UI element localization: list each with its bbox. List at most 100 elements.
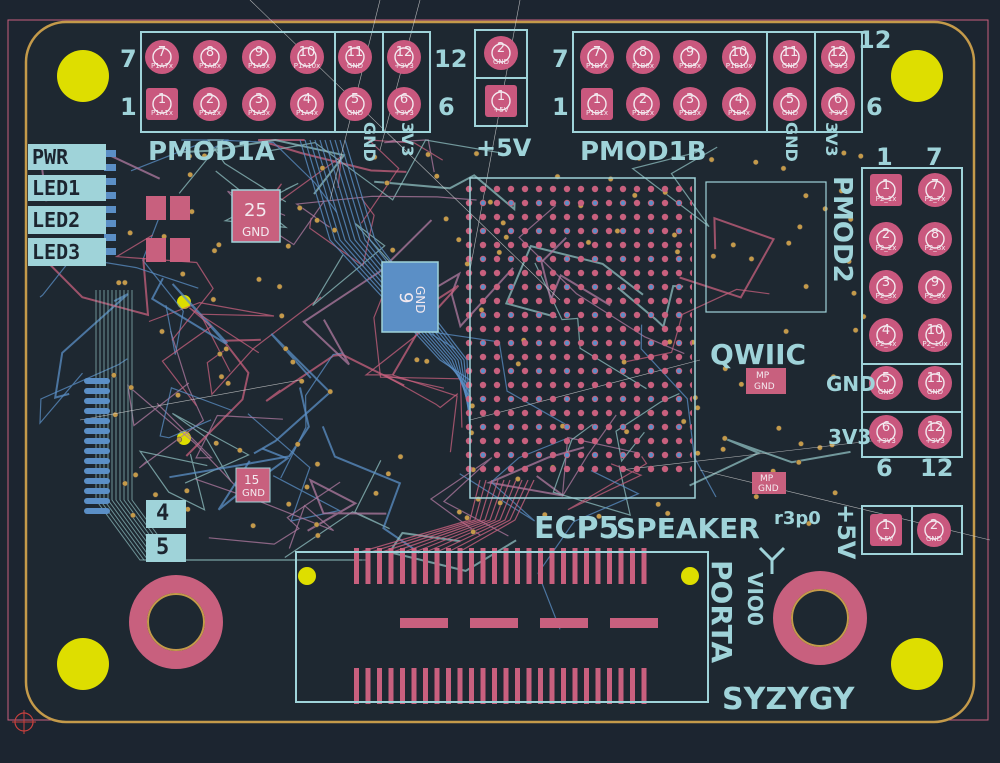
pmod2-pin-8-drill <box>925 229 945 249</box>
syzygy-pad-bottom <box>423 668 428 704</box>
pmod2-header <box>861 167 963 458</box>
via <box>282 345 289 352</box>
syzygy-pad-top <box>400 548 405 584</box>
chip-u9-num: 9 <box>395 292 416 303</box>
pmod1b-pin-3-number: 3 <box>686 92 694 107</box>
pmod1b-pin-9-drill <box>680 47 700 67</box>
fpga-outline <box>469 177 696 499</box>
pmod1a-num-left-top: 7 <box>120 45 137 73</box>
left-edge-pads <box>84 150 190 514</box>
bus-trace <box>131 290 366 561</box>
pmod2-pin-10-net: P2_10x <box>922 340 947 348</box>
pmod1b-pin-2-pad <box>626 87 660 121</box>
chip-u15-num: 15 <box>244 473 259 487</box>
pmod2-pin-11-number: 11 <box>927 371 944 386</box>
pmod2-pin-8: 8P2_8x <box>918 222 952 256</box>
pmod1b-pin-4-drill <box>729 94 749 114</box>
pmod2-pin-3-pad <box>869 270 903 304</box>
pmod1a-pin-6-pad <box>387 87 421 121</box>
pmod2-pin-2-number: 2 <box>882 227 890 242</box>
via <box>159 328 165 335</box>
button-label-5: 5 <box>146 534 186 562</box>
led-resistor-pad <box>104 192 116 199</box>
via <box>285 501 292 507</box>
via <box>817 444 823 451</box>
pmod1a-pin-3-drill <box>249 94 269 114</box>
via <box>780 165 787 172</box>
pmod1a-pin-6-drill <box>394 94 414 114</box>
syzygy-pad-bottom <box>446 668 451 704</box>
via <box>738 381 745 388</box>
via <box>748 256 755 262</box>
revision-label: r3p0 <box>774 508 821 529</box>
trace <box>159 386 233 439</box>
via <box>210 296 217 303</box>
pmod2-pin-12-pad <box>918 415 952 449</box>
trace <box>138 450 208 511</box>
trace <box>217 447 290 511</box>
trace <box>181 139 338 213</box>
via <box>285 243 292 249</box>
syzygy-pad-bottom <box>630 668 635 704</box>
pmod2-pin-6-number: 6 <box>882 420 890 435</box>
pmod2-pin-2-net: P2_2x <box>876 244 897 252</box>
pmod1a-pin-6-net: +3V3 <box>394 109 414 117</box>
led-label-led2: LED2 <box>28 206 106 234</box>
via <box>470 529 477 535</box>
syzygy-pad-top <box>630 548 635 584</box>
power-top-pin-1-pad <box>485 85 517 117</box>
standoff-right-ring <box>791 589 849 647</box>
syzygy-pad-bottom <box>595 668 601 704</box>
via <box>331 227 338 233</box>
pmod2-pin-4-net: P2_4x <box>876 340 897 348</box>
pmod1a-pin-9-pad <box>242 40 276 74</box>
pmod1a-gnd-label: GND <box>360 122 379 162</box>
via <box>371 154 378 160</box>
routing-traces <box>39 0 991 630</box>
syzygy-pad-bottom <box>641 668 647 704</box>
pmod2-pin-12: 12+3V3 <box>918 415 952 449</box>
power-top-pin-2-drill <box>491 43 511 63</box>
pmod2-pin-9-pad <box>918 270 952 304</box>
power-top-pin-1: 1+5V <box>485 85 517 117</box>
mp-pad-lower <box>752 472 786 494</box>
pmod1b-gnd-label: GND <box>782 122 801 162</box>
via <box>111 372 117 379</box>
pmod2-pin-10-number: 10 <box>927 323 944 338</box>
pmod2-pin-7: 7P2_7x <box>918 173 952 207</box>
syzygy-pad-top <box>411 548 417 584</box>
pmod2-pin-12-number: 12 <box>927 420 944 435</box>
pmod1a-num-right-bottom: 6 <box>438 93 455 121</box>
via <box>314 217 320 224</box>
via <box>225 380 231 387</box>
pmod1b-pin-5-pad <box>773 87 807 121</box>
pmod2-pin-11-pad <box>918 366 952 400</box>
syzygy-pad-bottom <box>572 668 578 704</box>
pmod1a-pin-4-number: 4 <box>303 92 311 107</box>
bus-trace <box>392 479 499 553</box>
pmod1a-num-left-bottom: 1 <box>120 93 137 121</box>
pmod2-pin-9-drill <box>925 277 945 297</box>
syzygy-pad-bottom <box>400 668 405 704</box>
pmod1b-pin-11-pad <box>773 40 807 74</box>
power-right-label: +5V <box>832 504 860 560</box>
syzygy-pad-top <box>618 548 624 584</box>
via <box>315 532 321 539</box>
via <box>385 470 392 477</box>
pmod1b-pin-4-pad <box>722 87 756 121</box>
left-edge-pad <box>84 458 110 464</box>
syzygy-pad-bottom <box>618 668 624 704</box>
mounting-hole-top-right <box>891 50 943 102</box>
led-resistor-pad <box>104 248 116 255</box>
pmod1b-pin-5-number: 5 <box>786 92 794 107</box>
power-right-pin-2-number: 2 <box>930 518 938 533</box>
mounting-hole-bottom-right <box>891 638 943 690</box>
pmod2-pin-11-net: GND <box>927 388 943 396</box>
syzygy-pad-top <box>469 548 474 584</box>
syzygy-pad-bottom <box>457 668 463 704</box>
pmod1b-pin-10-drill <box>729 47 749 67</box>
pmod1b-pin-9-number: 9 <box>686 45 694 60</box>
